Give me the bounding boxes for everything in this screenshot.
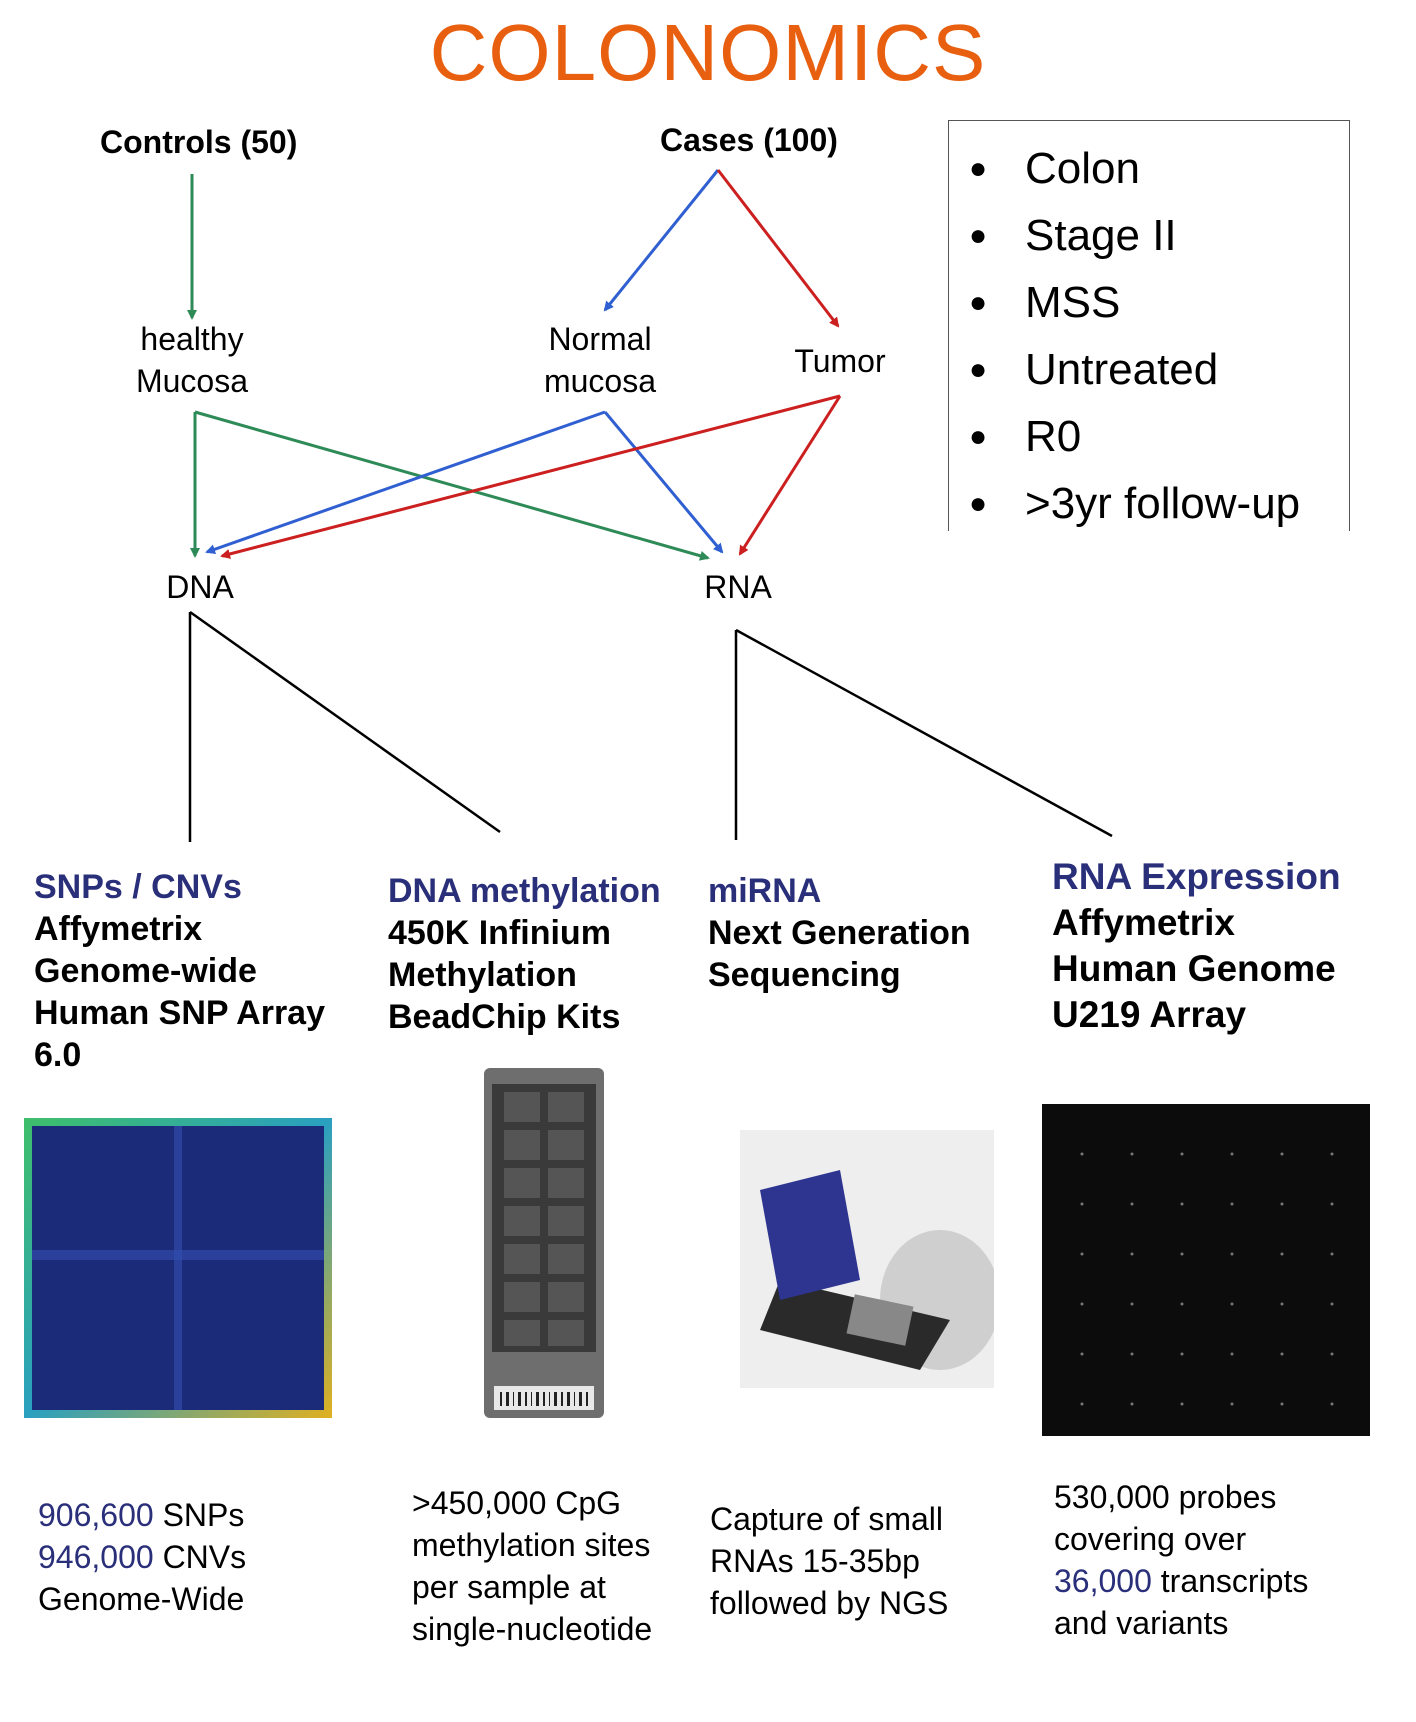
arrow-normal-to-rna: [603, 411, 724, 554]
bullet-icon: ●: [969, 420, 988, 453]
platform-line: Human SNP Array: [34, 994, 325, 1032]
description-line: followed by NGS: [710, 1585, 949, 1621]
platform-snp: SNPs / CNVs Affymetrix Genome-wide Human…: [34, 866, 364, 1076]
arrow-tumor-to-rna: [738, 395, 842, 556]
platform-snp-head: SNPs / CNVs: [34, 868, 242, 906]
tumor-node: Tumor: [794, 343, 886, 379]
description-line: methylation sites: [412, 1527, 651, 1563]
arrow-tumor-to-dna: [220, 394, 841, 559]
bullet-icon: ●: [969, 219, 988, 252]
mirna-description: Capture of small RNAs 15-35bp followed b…: [710, 1498, 1000, 1624]
transcript-count: 36,000: [1054, 1563, 1152, 1599]
platform-expression: RNA Expression Affymetrix Human Genome U…: [1052, 854, 1392, 1038]
mucosa-label: Mucosa: [135, 363, 249, 399]
expression-array-image: [1042, 1104, 1370, 1436]
description-line: 530,000 probes: [1054, 1479, 1277, 1515]
line-dna-to-methylation: [189, 610, 501, 834]
healthy-mucosa-node: healthy Mucosa: [112, 318, 272, 402]
bullet-icon: ●: [969, 286, 988, 319]
cases-label: Cases (100): [660, 122, 838, 158]
description-line: per sample at: [412, 1569, 606, 1605]
snp-count: 906,600: [38, 1497, 154, 1533]
criteria-item: ●Untreated: [969, 336, 1349, 403]
description-line: and variants: [1054, 1605, 1229, 1641]
bullet-icon: ●: [969, 487, 988, 520]
bullet-icon: ●: [969, 353, 988, 386]
snp-description: 906,600 SNPs 946,000 CNVs Genome-Wide: [38, 1494, 338, 1620]
normal-mucosa-label: mucosa: [543, 363, 657, 399]
arrow-healthy-to-rna: [194, 410, 710, 561]
platform-line: 450K Infinium: [388, 914, 611, 952]
snp-array-image: [24, 1118, 332, 1418]
arrow-cases-to-tumor: [716, 169, 840, 328]
platform-line: Methylation: [388, 956, 577, 994]
dna-node: DNA: [166, 569, 234, 605]
criteria-item: ●MSS: [969, 269, 1349, 336]
criteria-item: ●Colon: [969, 135, 1349, 202]
expression-description: 530,000 probes covering over 36,000 tran…: [1054, 1476, 1384, 1644]
genome-wide-label: Genome-Wide: [38, 1581, 245, 1617]
description-line: covering over: [1054, 1521, 1247, 1557]
platform-methylation: DNA methylation 450K Infinium Methylatio…: [388, 870, 688, 1038]
page-title: COLONOMICS: [429, 8, 987, 97]
platform-line: Human Genome: [1052, 948, 1336, 989]
criteria-item: ●R0: [969, 403, 1349, 470]
platform-line: Affymetrix: [34, 910, 203, 948]
sequencing-chip-image: [740, 1130, 994, 1388]
description-line: >450,000 CpG: [412, 1485, 622, 1521]
bullet-icon: ●: [969, 152, 988, 185]
platform-expression-head: RNA Expression: [1052, 856, 1341, 897]
platform-mirna-head: miRNA: [708, 872, 822, 910]
platform-line: U219 Array: [1052, 994, 1247, 1035]
snp-unit: SNPs: [153, 1497, 245, 1533]
platform-line: BeadChip Kits: [388, 998, 621, 1036]
platform-line: Affymetrix: [1052, 902, 1235, 943]
platform-line: Next Generation: [708, 914, 971, 952]
platform-line: Genome-wide: [34, 952, 257, 990]
description-line: single-nucleotide: [412, 1611, 653, 1647]
methylation-description: >450,000 CpG methylation sites per sampl…: [412, 1482, 702, 1650]
arrow-normal-to-dna: [205, 410, 606, 555]
normal-label: Normal: [548, 321, 652, 357]
rna-node: RNA: [704, 569, 772, 605]
cnv-count: 946,000: [38, 1539, 154, 1575]
platform-line: Sequencing: [708, 956, 901, 994]
criteria-item: ●Stage II: [969, 202, 1349, 269]
healthy-label: healthy: [140, 321, 244, 357]
line-rna-to-expression: [735, 628, 1113, 838]
description-line: RNAs 15-35bp: [710, 1543, 920, 1579]
transcript-unit: transcripts: [1151, 1563, 1309, 1599]
beadchip-image: [484, 1068, 604, 1418]
arrow-cases-to-normal: [603, 169, 720, 312]
platform-mirna: miRNA Next Generation Sequencing: [708, 870, 1008, 996]
cnv-unit: CNVs: [153, 1539, 247, 1575]
criteria-item: ●>3yr follow-up: [969, 470, 1349, 537]
inclusion-criteria-box: ●Colon ●Stage II ●MSS ●Untreated ●R0 ●>3…: [948, 120, 1350, 531]
normal-mucosa-node: Normal mucosa: [520, 318, 680, 402]
platform-methylation-head: DNA methylation: [388, 872, 661, 910]
platform-line: 6.0: [34, 1036, 82, 1074]
controls-label: Controls (50): [100, 124, 298, 160]
description-line: Capture of small: [710, 1501, 943, 1537]
